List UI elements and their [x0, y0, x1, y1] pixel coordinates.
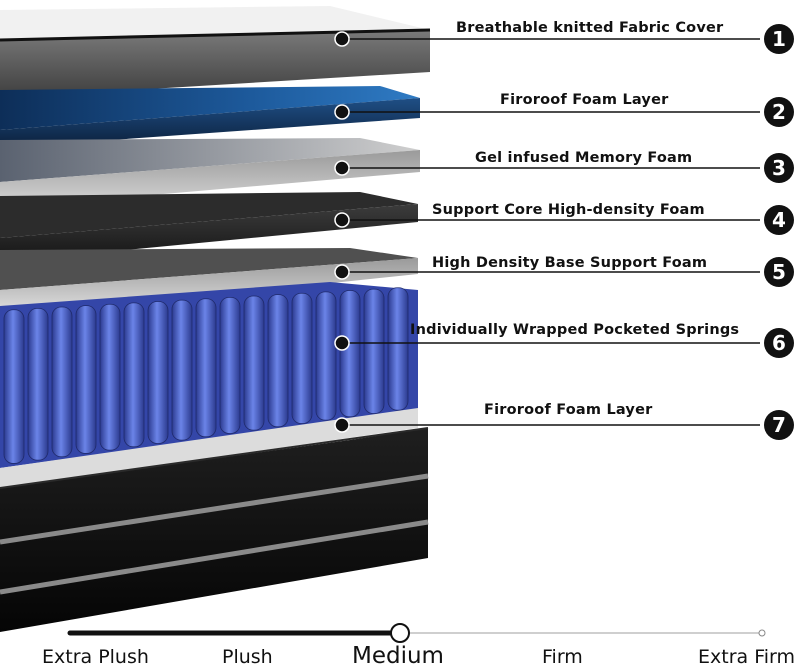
layer-5-label: High Density Base Support Foam — [432, 255, 708, 271]
spring-coil — [243, 295, 265, 431]
callout-number-badge — [764, 153, 794, 183]
spring-coil — [363, 288, 385, 414]
layer-4-label: Support Core High-density Foam — [432, 202, 705, 218]
callout-number-badge — [764, 205, 794, 235]
spring-coil — [147, 301, 169, 444]
layer-callouts: 1 2 3 4 5 6 7 — [334, 24, 794, 440]
spring-coil — [195, 298, 217, 438]
callout-dot — [334, 160, 350, 176]
spring-coil — [3, 309, 25, 464]
spring-coil — [219, 296, 241, 434]
callout-dot — [334, 264, 350, 280]
firmness-scale — [67, 623, 766, 643]
spring-coil — [267, 294, 289, 428]
callout-number-badge — [764, 328, 794, 358]
layer-fabric-cover — [0, 6, 431, 98]
spring-coil — [387, 287, 409, 411]
callout-dot — [334, 212, 350, 228]
spring-coil — [291, 292, 313, 424]
firmness-label-firm: Firm — [542, 646, 583, 668]
firmness-label-extra-firm: Extra Firm — [698, 646, 796, 668]
callout-number-badge — [764, 257, 794, 287]
layer-support-core — [0, 192, 418, 262]
spring-coil — [51, 306, 73, 458]
callout-number: 6 — [772, 331, 786, 355]
callout-number-badge — [764, 24, 794, 54]
spring-coil — [27, 307, 49, 461]
callout-number-badge — [764, 97, 794, 127]
spring-coil — [315, 291, 337, 421]
layer-7-label: Firoroof Foam Layer — [484, 402, 653, 418]
callout-dot — [334, 335, 350, 351]
layer-bottom-foam — [0, 408, 418, 488]
callout-number: 3 — [772, 156, 786, 180]
firmness-track-end — [758, 629, 766, 637]
callout-number: 1 — [772, 27, 786, 51]
callout-dot — [334, 104, 350, 120]
spring-coil — [123, 302, 145, 448]
callout-number: 5 — [772, 260, 786, 284]
mattress-base — [0, 427, 429, 632]
callout-number: 4 — [772, 208, 786, 232]
layer-gel-foam — [0, 138, 420, 208]
layer-2-label: Firoroof Foam Layer — [500, 92, 669, 108]
layer-pocketed-springs — [0, 282, 418, 468]
layer-6-label: Individually Wrapped Pocketed Springs — [410, 322, 740, 338]
firmness-label-medium: Medium — [352, 643, 444, 669]
firmness-label-extra-plush: Extra Plush — [42, 646, 149, 668]
firmness-label-plush: Plush — [222, 646, 273, 668]
spring-coil — [339, 290, 361, 418]
firmness-knob[interactable] — [390, 623, 410, 643]
spring-coil — [171, 299, 193, 441]
layer-3-label: Gel infused Memory Foam — [475, 150, 693, 166]
callout-dot — [334, 31, 350, 47]
callout-dot — [334, 417, 350, 433]
spring-coil — [99, 303, 121, 451]
layer-blue-foam — [0, 86, 420, 148]
callout-number: 7 — [772, 413, 786, 437]
callout-number-badge — [764, 410, 794, 440]
callout-number: 2 — [772, 100, 786, 124]
spring-coil — [75, 305, 97, 454]
layer-1-label: Breathable knitted Fabric Cover — [456, 20, 724, 36]
